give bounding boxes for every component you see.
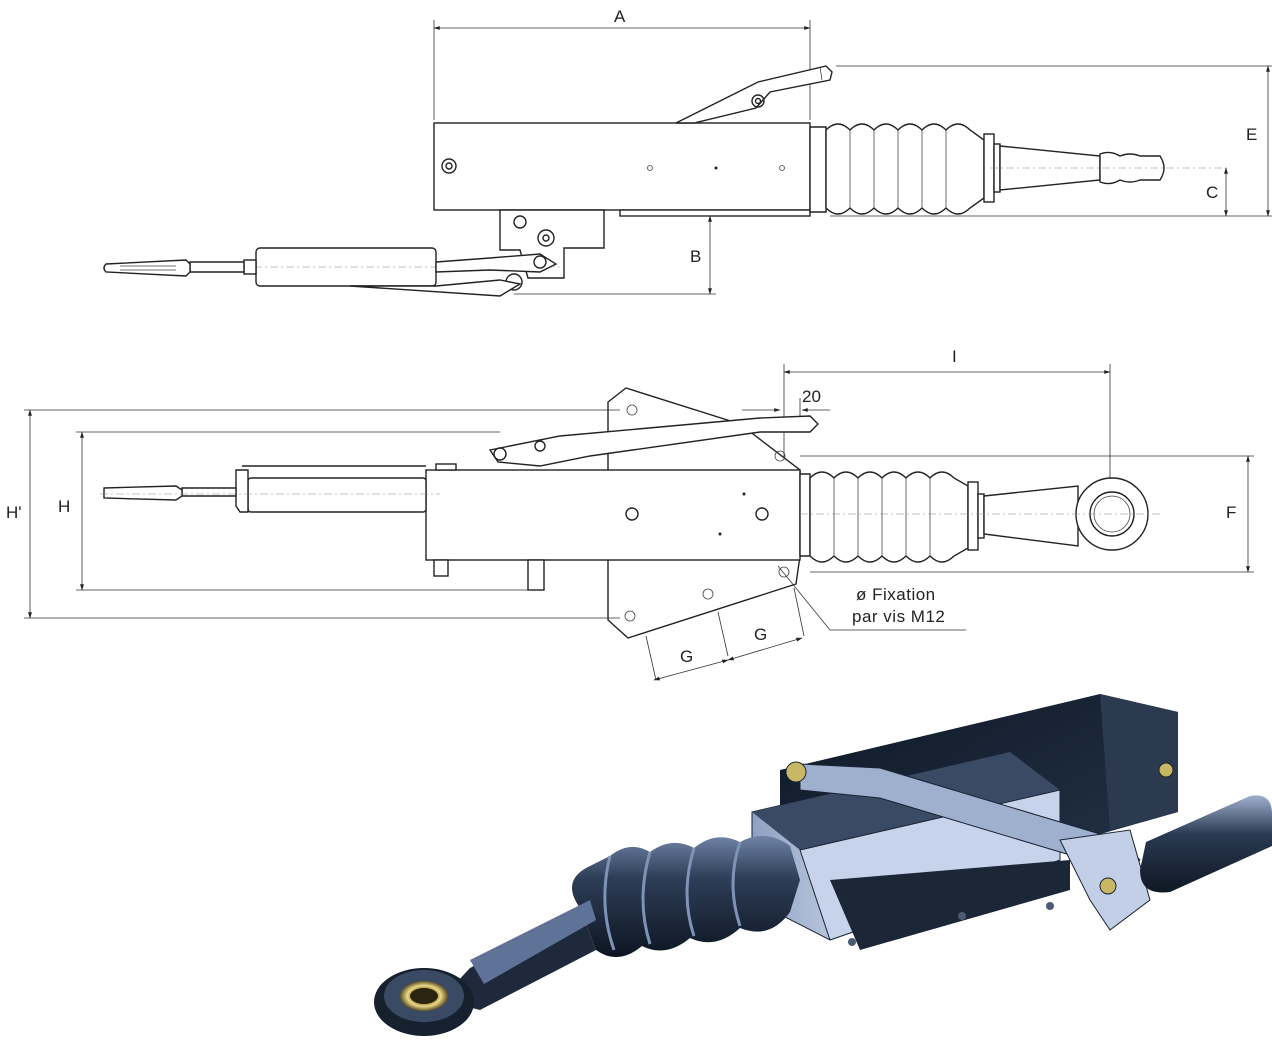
- dim-label-H: H: [58, 497, 70, 516]
- dim-label-20: 20: [802, 387, 821, 406]
- dim-label-E: E: [1246, 125, 1257, 144]
- top-view-drawing: [24, 364, 1254, 681]
- dim-label-I: I: [952, 347, 957, 366]
- dim-label-C: C: [1206, 183, 1218, 202]
- dim-label-F: F: [1226, 503, 1236, 522]
- dim-label-A: A: [614, 7, 626, 26]
- fixation-note-line2: par vis M12: [852, 607, 945, 626]
- dim-label-G-2: G: [754, 625, 767, 644]
- dim-label-G-1: G: [680, 647, 693, 666]
- coupling-3d-render: [374, 694, 1272, 1036]
- fixation-note-line1: ø Fixation: [856, 585, 936, 604]
- side-view-drawing: [103, 20, 1272, 297]
- dim-label-B: B: [690, 247, 701, 266]
- dim-label-H-prime: H': [6, 503, 22, 522]
